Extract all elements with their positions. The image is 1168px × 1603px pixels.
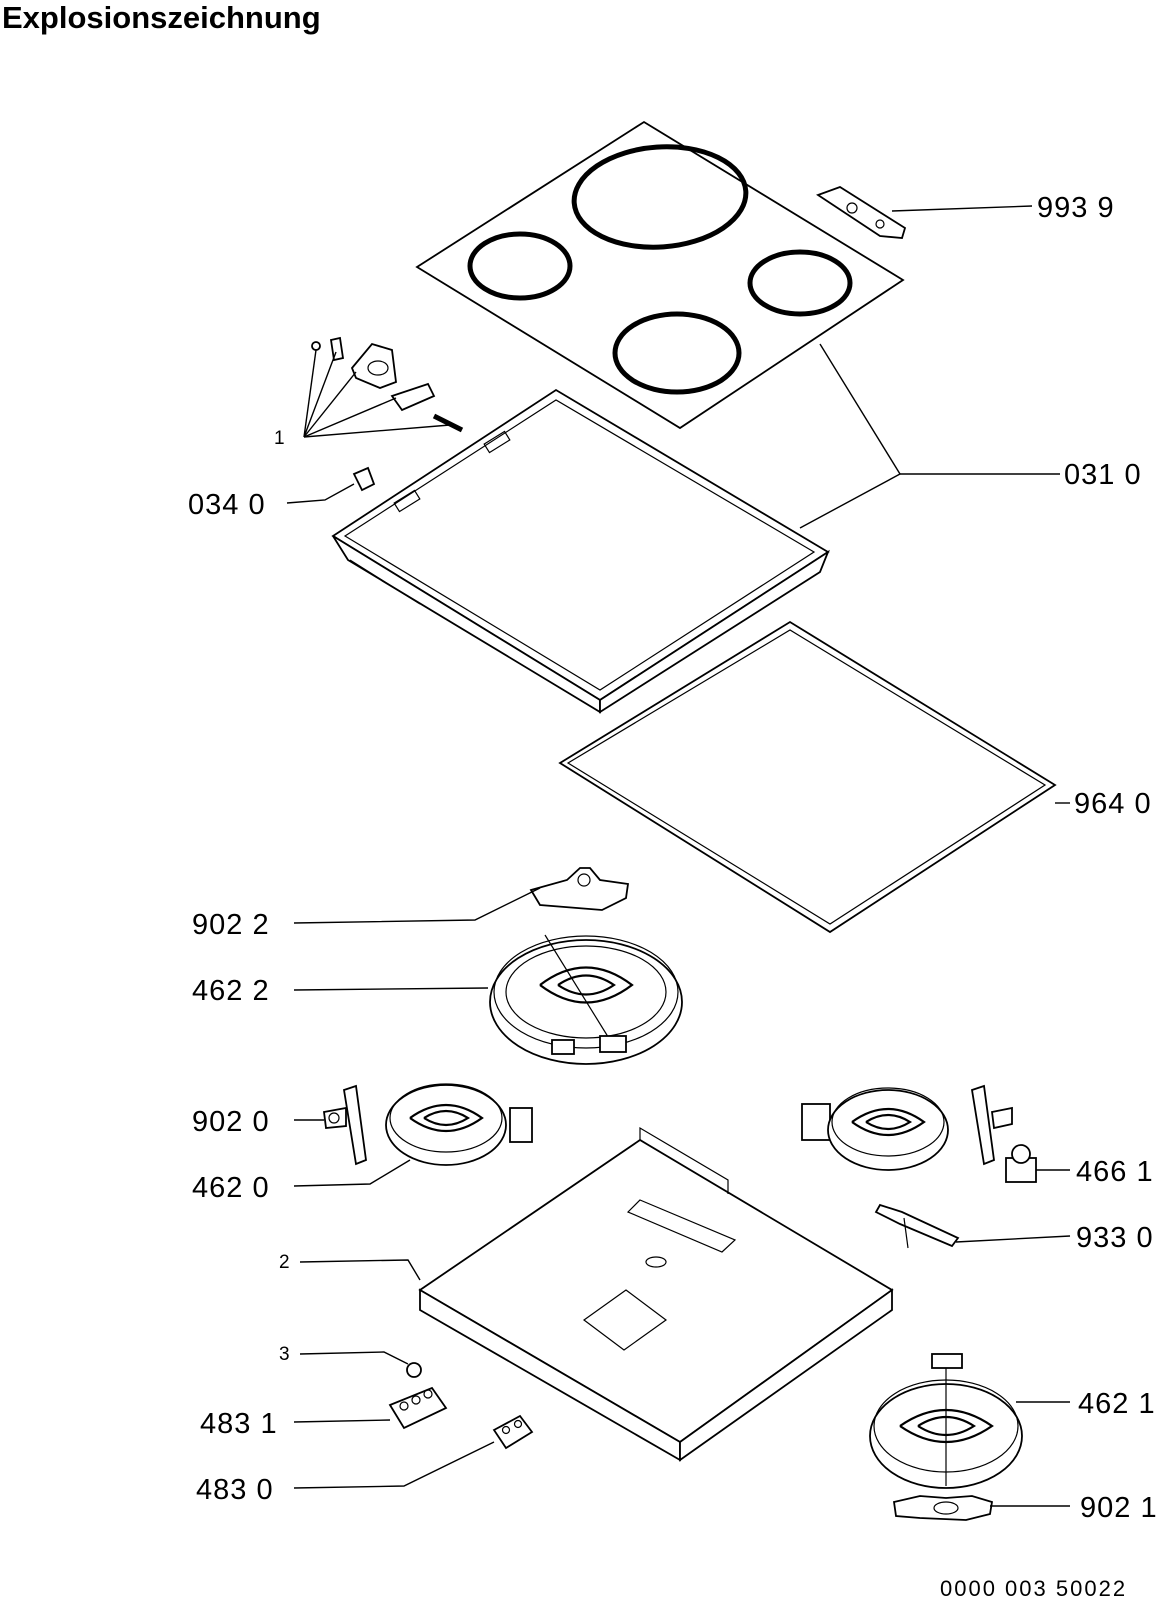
label-1: 1: [274, 428, 285, 449]
label-462-0: 462 0: [192, 1172, 270, 1204]
label-466-1: 466 1: [1076, 1156, 1154, 1188]
holder-902-0: [294, 1084, 367, 1166]
label-483-0: 483 0: [196, 1474, 274, 1506]
label-034-0: 034 0: [188, 489, 266, 521]
label-933-0: 933 0: [1076, 1222, 1154, 1254]
bracket-993-9: [816, 186, 1033, 239]
label-902-2: 902 2: [192, 909, 270, 941]
document-number: 0000 003 50022: [940, 1576, 1127, 1601]
part-933-0: [874, 1203, 1071, 1249]
switch-466-1: [1005, 1144, 1070, 1183]
terminal-block-483-1: [293, 1386, 448, 1430]
terminal-block-483-0: [293, 1414, 534, 1489]
label-902-1: 902 1: [1080, 1492, 1158, 1524]
holder-902-1: [892, 1495, 1070, 1521]
part-3-cap: [299, 1351, 422, 1378]
label-483-1: 483 1: [200, 1408, 278, 1440]
clip-034-0: [286, 466, 376, 504]
label-902-0: 902 0: [192, 1106, 270, 1138]
label-462-2: 462 2: [192, 975, 270, 1007]
page-title: Explosionszeichnung: [2, 0, 321, 35]
holder-902-2: [293, 867, 630, 924]
frame-031-0: [331, 343, 1060, 714]
label-031-0: 031 0: [1064, 459, 1142, 491]
glass-ceramic-top: [415, 120, 905, 430]
label-3: 3: [279, 1344, 290, 1365]
small-parts-group-1: [303, 336, 464, 438]
heater-462-0: [293, 1083, 533, 1187]
heater-462-1: [869, 1353, 1070, 1489]
heater-right-small: [801, 1084, 1013, 1171]
label-993-9: 993 9: [1037, 192, 1115, 224]
label-964-0: 964 0: [1074, 788, 1152, 820]
heater-462-2: [293, 934, 683, 1065]
label-2: 2: [279, 1252, 290, 1273]
base-tray-2: [299, 1126, 894, 1462]
seal-964-0: [558, 620, 1070, 934]
label-462-1: 462 1: [1078, 1388, 1156, 1420]
